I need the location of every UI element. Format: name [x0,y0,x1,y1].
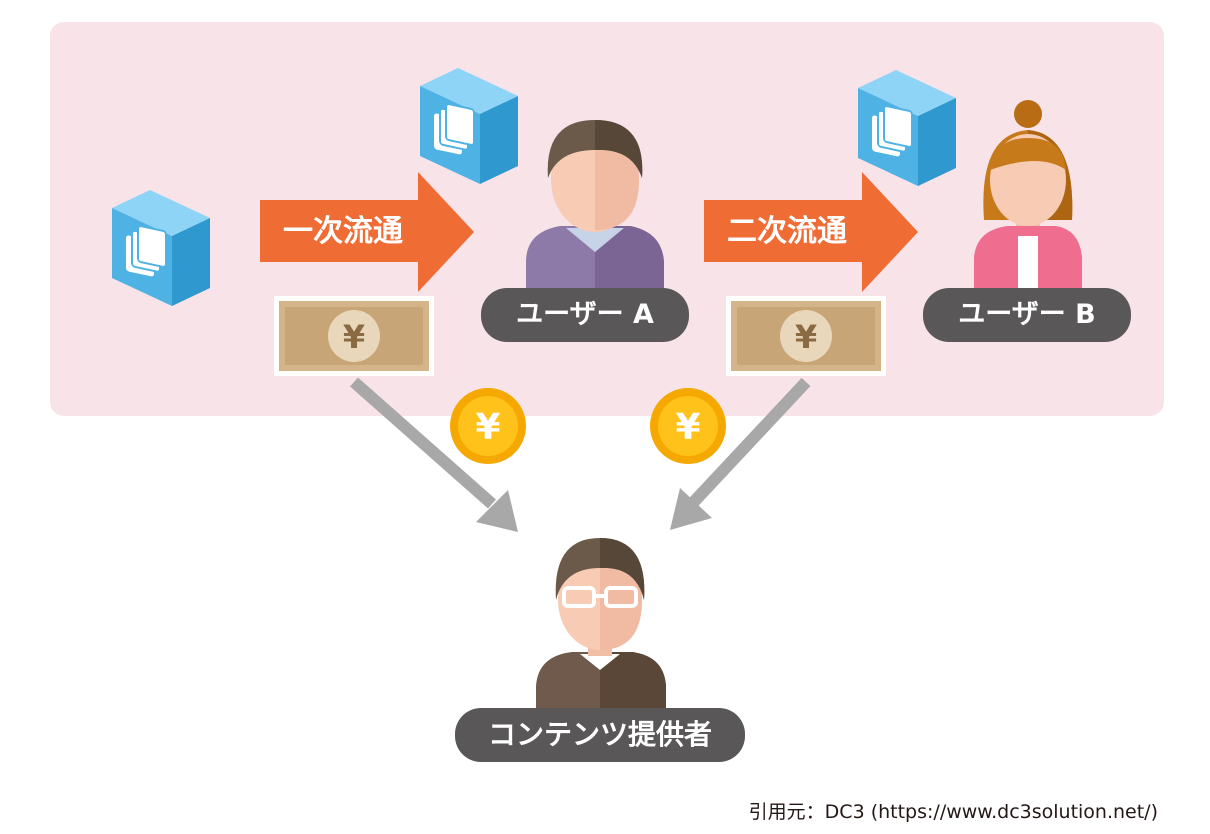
content-provider-label: コンテンツ提供者 [455,708,745,762]
primary-distribution-label: 一次流通 [283,214,403,249]
user-b-label: ユーザー B [923,288,1131,342]
coin-icon [450,388,526,464]
content-provider-avatar-icon [536,538,666,712]
flow-arrow-secondary [704,172,918,292]
citation-text: 引用元：DC3 (https://www.dc3solution.net/) [748,801,1158,823]
banknote-icon [274,296,434,376]
flow-arrow-primary [260,172,474,292]
banknote-icon [726,296,886,376]
content-cube-icon [857,69,957,187]
coin-icon [650,388,726,464]
payment-arrow-left [350,377,518,532]
user-b-avatar-icon [974,100,1082,288]
secondary-distribution-label: 二次流通 [727,214,847,249]
content-cube-icon [111,189,211,307]
user-a-label: ユーザー A [481,288,689,342]
user-a-avatar-icon [526,120,664,288]
content-cube-icon [419,67,519,185]
payment-arrow-right [670,377,811,530]
